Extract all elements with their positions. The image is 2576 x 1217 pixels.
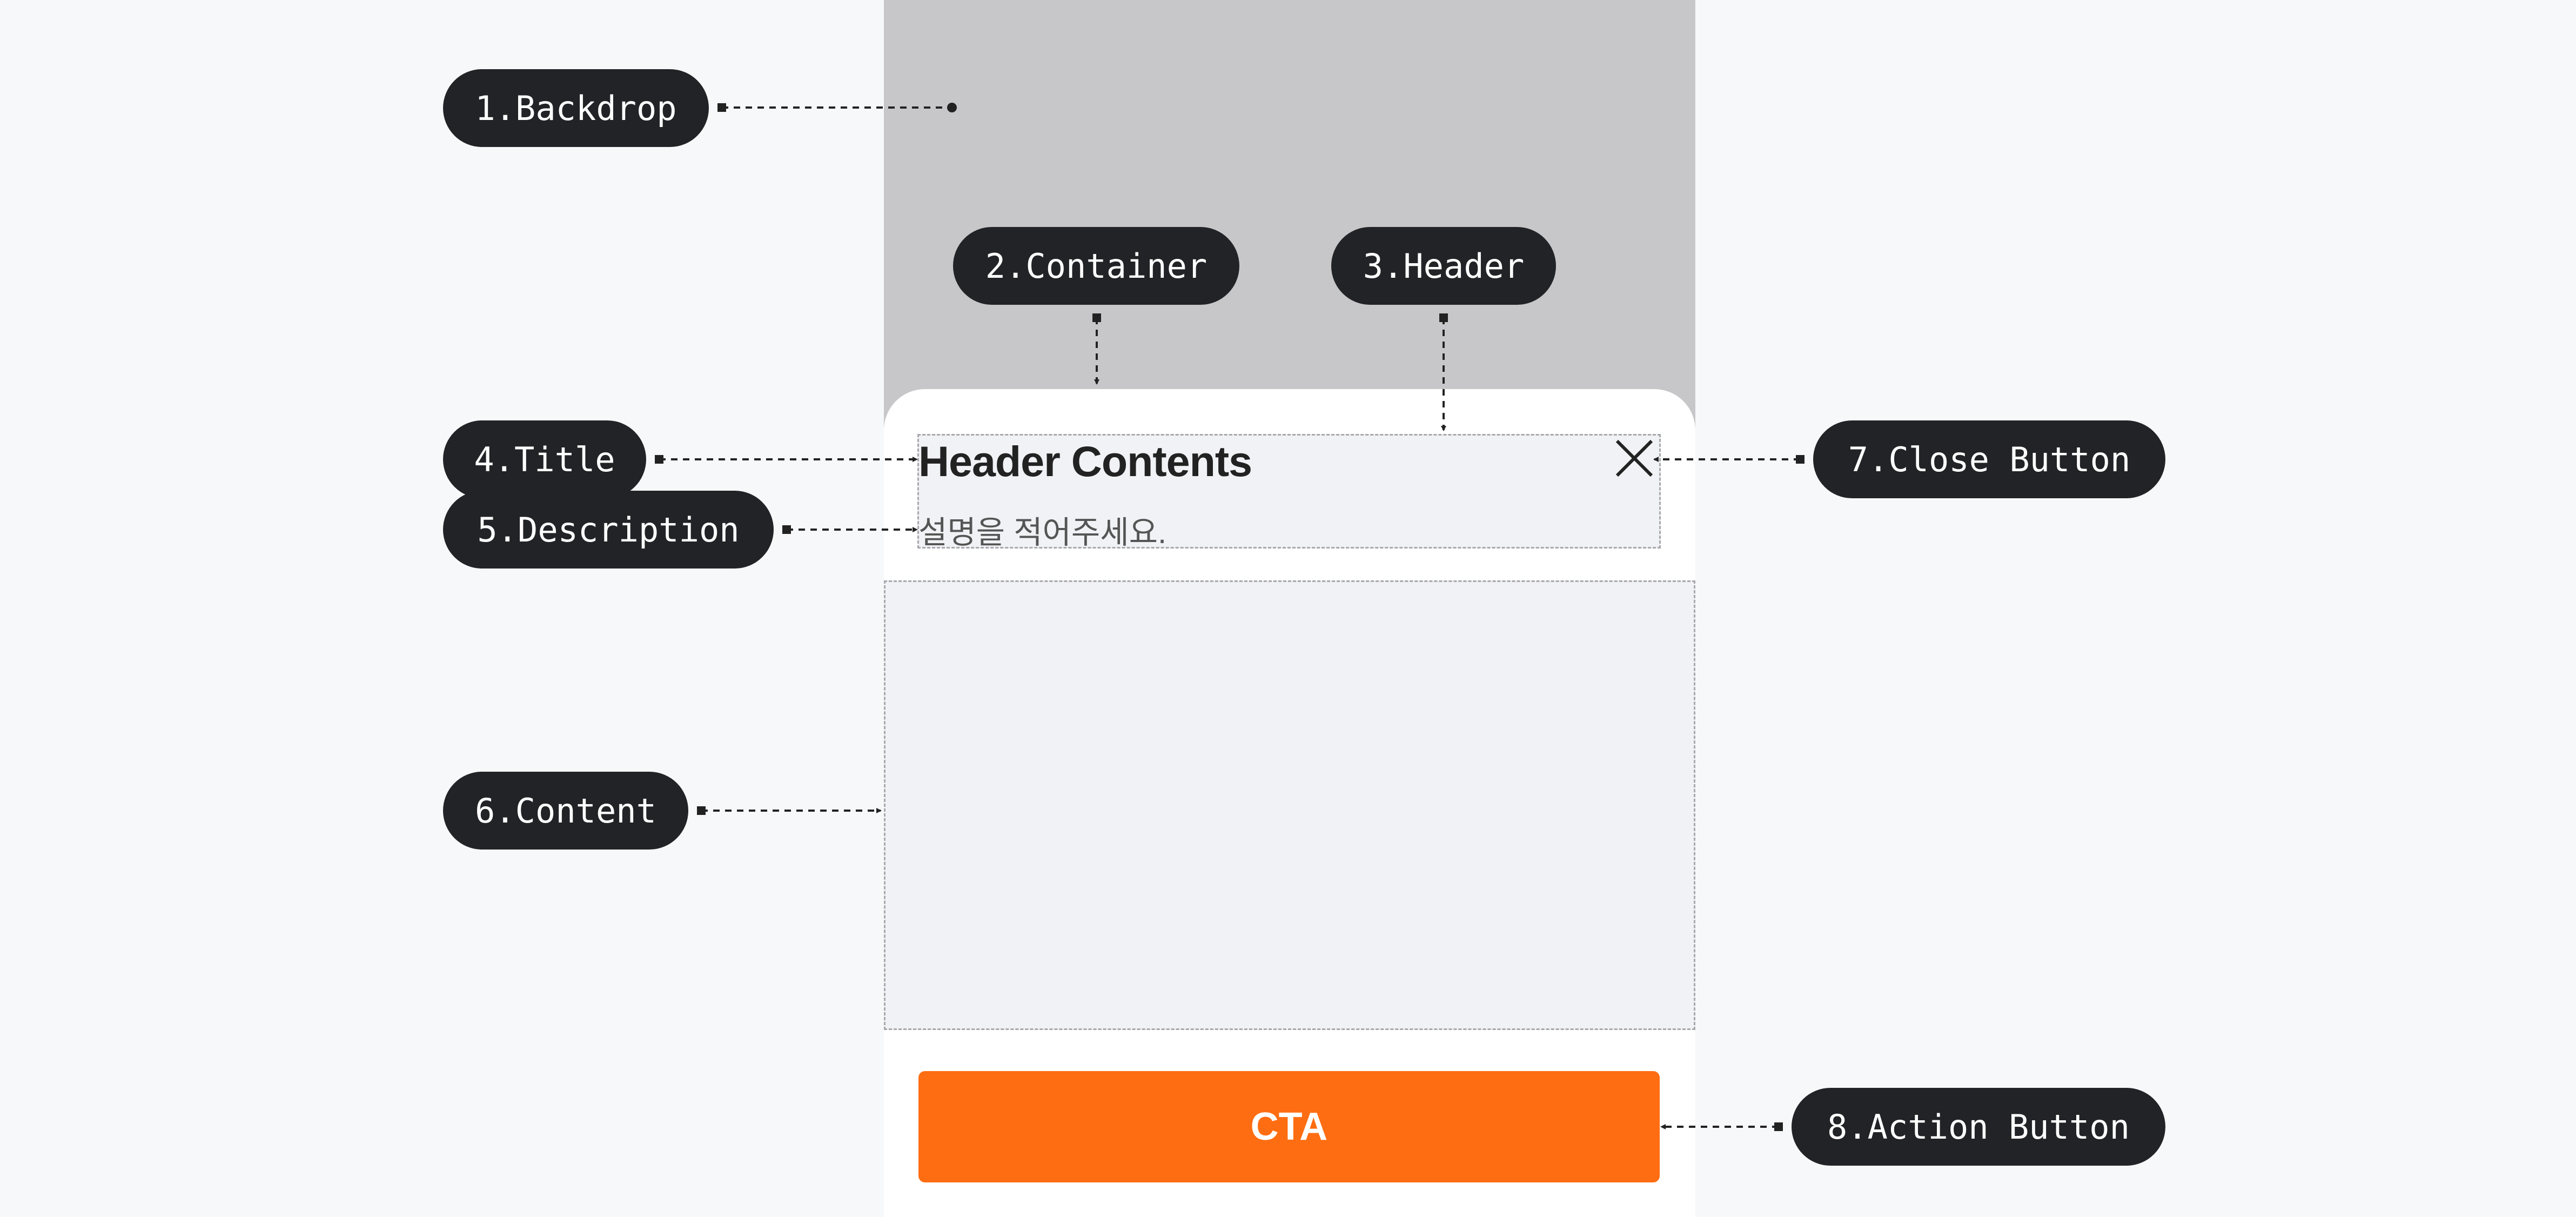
action-button[interactable]: CTA (918, 1071, 1660, 1182)
annotation-content: 6.Content (443, 772, 688, 850)
sheet-content (884, 580, 1695, 1030)
annotation-header: 3.Header (1331, 227, 1556, 305)
annotation-title: 4.Title (443, 420, 646, 498)
annotation-backdrop: 1.Backdrop (443, 69, 709, 147)
annotation-action-button: 8.Action Button (1792, 1088, 2165, 1166)
sheet-title: Header Contents (918, 437, 1252, 485)
sheet-description: 설명을 적어주세요. (918, 515, 1167, 550)
close-button[interactable] (1613, 437, 1656, 480)
close-icon (1615, 439, 1653, 477)
annotation-description: 5.Description (443, 491, 774, 569)
annotation-container: 2.Container (953, 227, 1239, 305)
annotation-close-button: 7.Close Button (1813, 420, 2165, 498)
sheet-header (917, 434, 1661, 549)
